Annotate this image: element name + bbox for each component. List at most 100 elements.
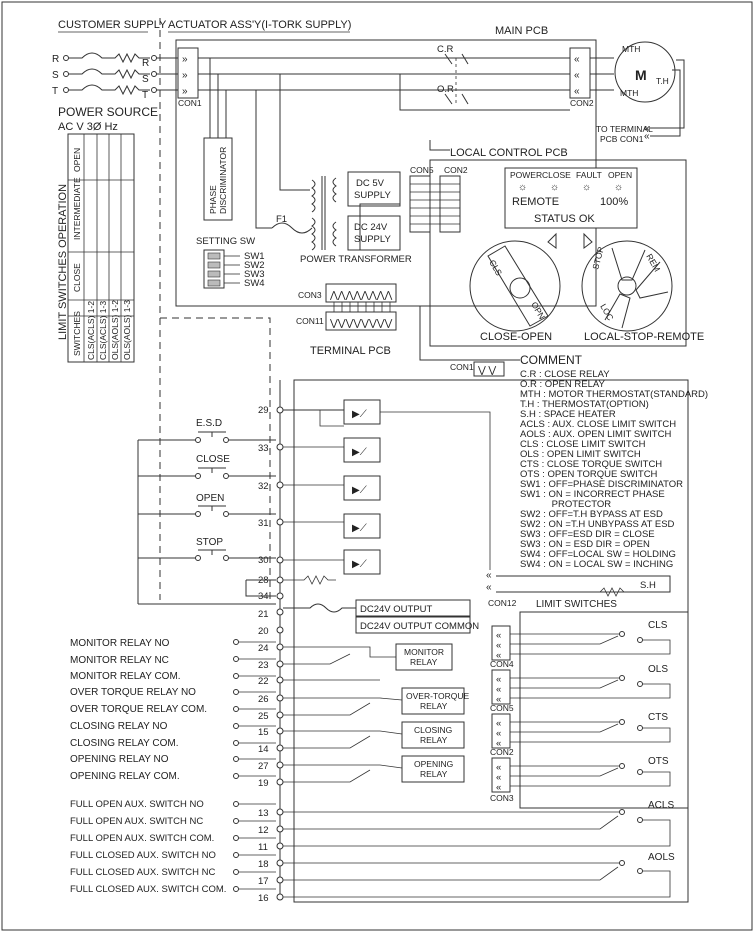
- svg-text:MTH : MOTOR THERMOSTAT(STANDAR: MTH : MOTOR THERMOSTAT(STANDARD): [520, 389, 708, 400]
- customer-supply-label: CUSTOMER SUPPLY: [58, 19, 167, 31]
- svg-text:19: 19: [258, 778, 269, 789]
- dc24v-output-label: DC24V OUTPUT: [360, 604, 433, 615]
- svg-text:▶⟋: ▶⟋: [352, 559, 367, 570]
- svg-text:«: «: [496, 684, 501, 695]
- dc5v-line1: DC 5V: [356, 178, 385, 189]
- dc24v-line2: SUPPLY: [354, 234, 391, 245]
- cls-switch: CLS: [510, 620, 671, 655]
- limit-switches-frame: [519, 611, 689, 809]
- svg-text:13: 13: [258, 808, 269, 819]
- svg-text:⋁⋁⋁⋁⋁⋁⋁⋁: ⋁⋁⋁⋁⋁⋁⋁⋁: [329, 318, 394, 329]
- led-open-label: OPEN: [608, 170, 632, 180]
- closing-relay: CLOSING RELAY: [283, 721, 465, 749]
- limit-table-intermediate: INTERMEDIATE: [72, 177, 82, 240]
- svg-text:PROTECTOR: PROTECTOR: [520, 499, 611, 510]
- cts-label: CTS: [648, 712, 668, 723]
- power-transformer-label: POWER TRANSFORMER: [300, 254, 412, 265]
- relay-output-wires: [233, 639, 284, 901]
- terminal-pcb-label: TERMINAL PCB: [310, 345, 391, 357]
- relay-output-rows: MONITOR RELAY NO MONITOR RELAY NC MONITO…: [70, 638, 226, 895]
- close-open-knob[interactable]: CLS OPN: [469, 240, 561, 332]
- display-mode: REMOTE: [512, 196, 559, 208]
- con1-connector: [177, 47, 199, 99]
- svg-text:«: «: [496, 738, 501, 749]
- con2-local-label: CON2: [444, 165, 468, 175]
- limit-table-close: CLOSE: [72, 263, 82, 292]
- svg-text:O.R : OPEN RELAY: O.R : OPEN RELAY: [520, 379, 605, 390]
- limit-table-open: OPEN: [72, 148, 82, 172]
- con11-label: CON11: [296, 316, 324, 326]
- to-terminal-label: TO TERMINAL: [596, 124, 653, 134]
- con2-limit-label: CON2: [490, 747, 514, 757]
- limit-table-title: LIMIT SWITCHES OPERATION: [57, 184, 69, 340]
- full-open-com-label: FULL OPEN AUX. SWITCH COM.: [70, 833, 214, 844]
- close-input-label: CLOSE: [196, 454, 230, 465]
- svg-text:OPENING: OPENING: [414, 759, 453, 769]
- over-torque-relay-no-label: OVER TORQUE RELAY NO: [70, 687, 196, 698]
- con5-label: CON5: [410, 165, 434, 175]
- monitor-relay-com-label: MONITOR RELAY COM.: [70, 671, 181, 682]
- svg-text:«: «: [496, 782, 501, 793]
- led-close-label: CLOSE: [542, 170, 571, 180]
- con2-label: CON2: [570, 98, 594, 108]
- terminal-20: 20: [258, 626, 269, 637]
- con4-label: CON4: [490, 659, 514, 669]
- svg-text:«: «: [644, 123, 650, 134]
- phase-t-right: T: [142, 90, 148, 101]
- full-closed-no-label: FULL CLOSED AUX. SWITCH NO: [70, 850, 216, 861]
- monitor-relay: MONITOR RELAY: [283, 643, 453, 681]
- svg-text:«: «: [496, 762, 501, 773]
- svg-text:AOLS : AUX. OPEN LIMIT SWITCH: AOLS : AUX. OPEN LIMIT SWITCH: [520, 429, 671, 440]
- led-close-icon: ☼: [550, 182, 559, 193]
- svg-text:«: «: [496, 630, 501, 641]
- power-source-title: POWER SOURCE: [58, 105, 158, 119]
- terminal-33: 33: [258, 443, 269, 454]
- svg-text:OLS : OPEN LIMIT SWITCH: OLS : OPEN LIMIT SWITCH: [520, 449, 641, 460]
- open-input: OPEN 31: [138, 493, 284, 529]
- opening-relay-no-label: OPENING RELAY NO: [70, 754, 169, 765]
- phase-disc-line1: PHASE: [208, 185, 218, 214]
- aols-switch: AOLS: [283, 852, 675, 898]
- dc24v-line1: DC 24V: [354, 222, 388, 233]
- open-relay-label: O.R: [437, 84, 454, 95]
- display-status: STATUS OK: [534, 213, 595, 225]
- output-fuse: [283, 603, 356, 613]
- svg-text:▶⟋: ▶⟋: [352, 485, 367, 496]
- phase-s-left: S: [52, 70, 59, 81]
- phase-r-right: R: [142, 58, 149, 69]
- led-power-icon: ☼: [518, 182, 527, 193]
- phase-discriminator-box: [203, 137, 233, 221]
- svg-text:RELAY: RELAY: [420, 769, 448, 779]
- knob1-arrow-icon: [547, 232, 557, 249]
- svg-text:«: «: [644, 131, 650, 142]
- dc5v-supply-box: [347, 171, 401, 207]
- con3-label: CON3: [298, 290, 322, 300]
- full-closed-nc-label: FULL CLOSED AUX. SWITCH NC: [70, 867, 215, 878]
- display-percent: 100%: [600, 196, 628, 208]
- led-fault-icon: ☼: [582, 182, 591, 193]
- svg-text:⋁ ⋁: ⋁ ⋁: [477, 365, 497, 376]
- svg-text:25: 25: [258, 711, 269, 722]
- knob1-cls-label: CLS: [487, 258, 504, 278]
- ots-label: OTS: [648, 756, 669, 767]
- setting-sw-block: [203, 249, 225, 289]
- limit-col-4: OLS(AOLS) 1-3: [122, 300, 132, 360]
- terminal-30: 30: [258, 555, 269, 566]
- local-control-pcb-frame: [429, 159, 687, 347]
- limit-col-1: CLS(ACLS) 1-2: [86, 301, 96, 360]
- full-open-no-label: FULL OPEN AUX. SWITCH NO: [70, 799, 204, 810]
- svg-text:24: 24: [258, 643, 269, 654]
- dc24v-common-box: [355, 616, 471, 634]
- svg-text:RELAY: RELAY: [420, 701, 448, 711]
- svg-text:SW2 : ON =T.H UNBYPASS AT ESD: SW2 : ON =T.H UNBYPASS AT ESD: [520, 519, 675, 530]
- con3-pins: ⋀⋀⋀⋀⋀⋀⋀⋀ ⋁⋁⋁⋁⋁⋁⋁⋁: [329, 290, 394, 329]
- svg-text:ACLS : AUX. CLOSE LIMIT SWITCH: ACLS : AUX. CLOSE LIMIT SWITCH: [520, 419, 676, 430]
- limit-switch-table: LIMIT SWITCHES OPERATION OPEN INTERMEDIA…: [57, 133, 135, 363]
- main-pcb-label: MAIN PCB: [495, 25, 548, 37]
- closing-relay-no-label: CLOSING RELAY NO: [70, 721, 168, 732]
- led-open-icon: ☼: [614, 182, 623, 193]
- svg-text:SW1 : ON = INCORRECT PHASE: SW1 : ON = INCORRECT PHASE: [520, 489, 665, 500]
- knob2-stop-label: STOP: [590, 245, 606, 270]
- svg-text:OVER-TORQUE: OVER-TORQUE: [406, 691, 469, 701]
